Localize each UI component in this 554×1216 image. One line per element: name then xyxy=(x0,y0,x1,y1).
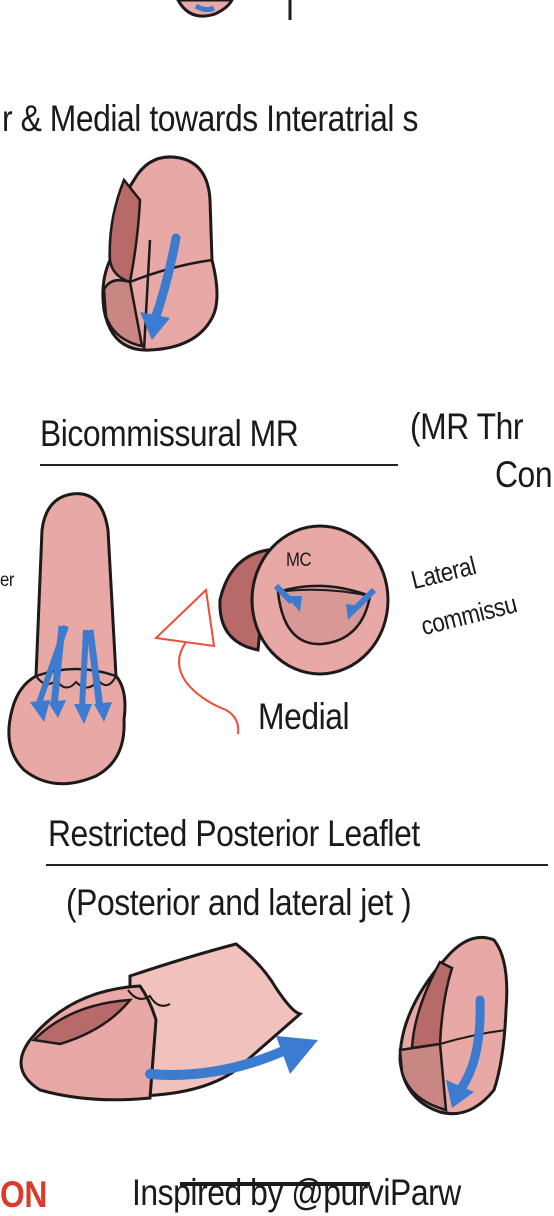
annotation-arrow xyxy=(153,587,240,735)
long-valve-bumps xyxy=(35,675,117,689)
valve-figure-medial-jet xyxy=(101,155,219,352)
round-jet-right-head xyxy=(346,604,362,620)
long-jet-head-3 xyxy=(74,704,92,724)
top-partial-figure xyxy=(176,0,292,20)
mc-label: MC xyxy=(286,550,312,571)
side-jet-head xyxy=(276,1036,318,1074)
round-valve-commissure xyxy=(277,588,371,597)
front-valve-lower xyxy=(398,1042,448,1112)
bicommissural-note-line2: Con xyxy=(495,454,553,495)
medial-label: Medial xyxy=(258,696,350,737)
round-jet-right-shaft xyxy=(353,587,377,611)
side-jet-shaft xyxy=(145,1043,295,1080)
restricted-subtitle: (Posterior and lateral jet ) xyxy=(66,882,412,923)
jet-arrow-head xyxy=(140,312,170,340)
side-valve-tube xyxy=(128,942,304,1098)
footer-left-text: ON xyxy=(0,1174,47,1215)
long-jet-head-4 xyxy=(94,702,112,722)
annotation-arrow-tail xyxy=(178,641,240,735)
footer-credit-strike xyxy=(180,1182,370,1186)
bicommissural-underline xyxy=(40,464,398,466)
valve-figure-bicommissural-round xyxy=(218,524,390,676)
valve-figure-bicommissural-long xyxy=(7,492,127,786)
front-valve-line xyxy=(439,1029,507,1045)
left-cut-label: er xyxy=(0,570,14,591)
footer-credit: Inspired by @purviParw xyxy=(132,1172,461,1213)
front-jet-head xyxy=(446,1080,474,1108)
round-jet-left-head xyxy=(286,596,302,612)
front-jet-shaft xyxy=(455,995,485,1095)
bicommissural-title: Bicommissural MR xyxy=(40,413,299,454)
long-valve-ring xyxy=(35,667,117,678)
top-partial-arrow xyxy=(194,3,216,13)
side-valve-dark xyxy=(31,998,133,1046)
long-jet-head-1 xyxy=(30,700,50,722)
valve-center-line xyxy=(142,239,152,351)
jet-arrow-shaft xyxy=(149,233,181,327)
long-jet-shaft-3 xyxy=(86,629,104,709)
side-valve-scallop xyxy=(127,989,171,1007)
long-jet-head-2 xyxy=(48,700,66,718)
long-jet-shaft-4 xyxy=(79,629,89,709)
top-caption: r & Medial towards Interatrial s xyxy=(2,98,418,139)
restricted-title: Restricted Posterior Leaflet xyxy=(48,813,420,854)
restricted-underline xyxy=(46,864,548,866)
long-jet-shaft-2 xyxy=(35,625,69,707)
side-valve-body xyxy=(19,984,158,1102)
valve-lower-dark xyxy=(102,279,144,348)
bicommissural-note-line1: (MR Thr xyxy=(410,406,524,447)
valve-dark-leaflet xyxy=(108,177,142,284)
